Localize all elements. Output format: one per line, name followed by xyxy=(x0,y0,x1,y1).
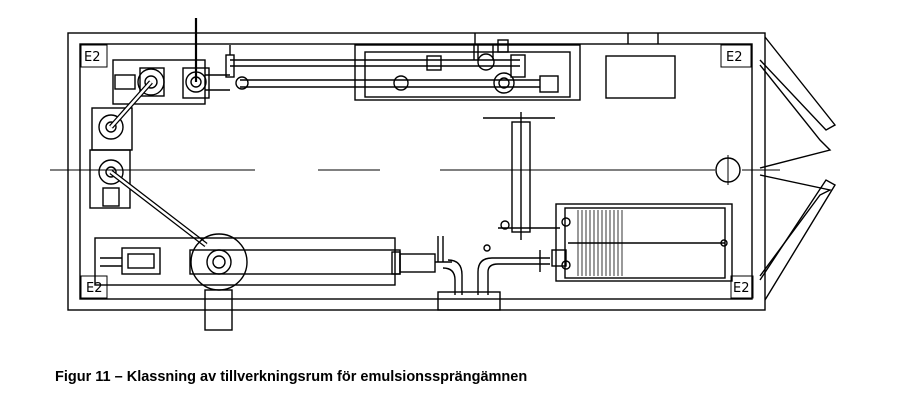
left-pump-column xyxy=(89,80,208,247)
floor-plan-diagram: E2 E2 E2 E2 xyxy=(50,18,837,331)
right-round-marker xyxy=(715,155,741,185)
zone-label-e2-top-right: E2 xyxy=(726,50,743,65)
figure-caption: Figur 11 – Klassning av tillverkningsrum… xyxy=(55,369,528,385)
top-right-cabinet xyxy=(605,55,676,99)
bottom-elbow-pipe xyxy=(437,244,550,311)
center-vertical-pipe xyxy=(483,112,560,240)
double-door xyxy=(759,36,837,301)
room-walls xyxy=(67,32,766,311)
bottom-mixer-unit xyxy=(94,233,452,331)
zone-label-e2-bottom-right: E2 xyxy=(733,281,750,296)
right-heat-exchanger xyxy=(551,203,733,282)
zone-label-e2-top-left: E2 xyxy=(84,50,101,65)
top-feed-pipe xyxy=(182,18,210,99)
zone-label-e2-bottom-left: E2 xyxy=(86,281,103,296)
zone-label-boxes xyxy=(80,44,754,299)
top-left-mixer xyxy=(112,59,230,105)
top-pipe-run xyxy=(225,39,581,101)
